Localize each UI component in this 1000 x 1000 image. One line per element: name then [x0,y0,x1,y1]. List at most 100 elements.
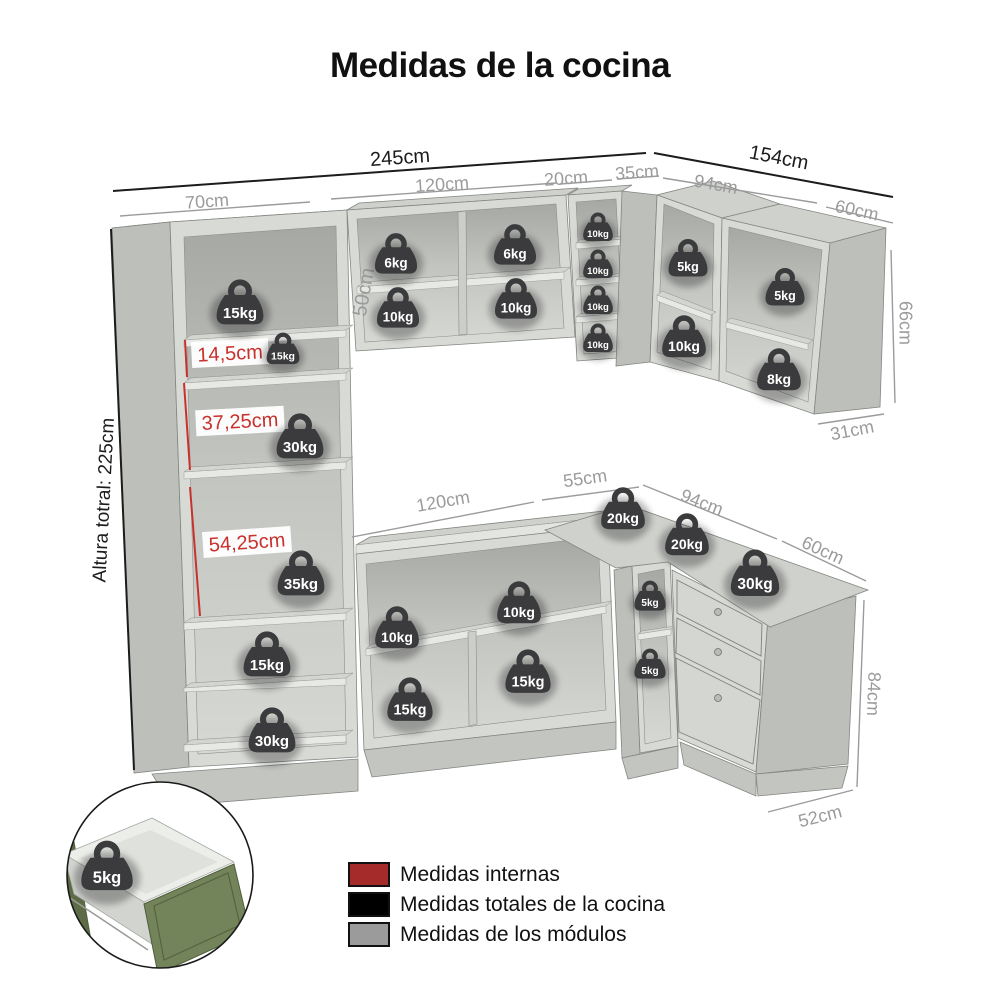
dim-line [183,382,191,471]
weight-badge: 15kg [210,279,270,338]
weight-label: 20kg [671,536,703,552]
base-drawer-unit [671,569,857,797]
weight-label: 15kg [271,351,295,363]
dim-label: 20cm [543,167,588,190]
weight-label: 5kg [774,289,796,303]
detail-circle-outline [66,781,254,969]
weight-body-icon [757,362,801,391]
weight-body-icon [668,252,708,277]
weight-body-icon [497,595,541,624]
dim-line [642,484,778,540]
dim-label: 52cm [796,801,844,831]
dim-line [890,249,896,404]
dim-line [119,201,311,217]
dim-label: Altura totral: 225cm [89,417,119,583]
dim-line [351,501,535,538]
weight-label: 6kg [384,256,407,271]
legend-item: Medidas totales de la cocina [348,892,665,917]
dim-label-bg [190,338,270,368]
weight-label: 10kg [587,340,609,351]
legend-label: Medidas totales de la cocina [400,892,665,916]
weight-badge: 6kg [488,224,542,277]
dim-line [781,540,867,582]
weight-body-icon [375,620,419,649]
weight-badge: 15kg [262,332,304,374]
dim-line [856,599,865,788]
dim-label: 54,25cm [208,529,286,556]
weight-label: 10kg [587,302,609,313]
legend-swatch [348,922,390,947]
weight-badge: 30kg [242,707,302,766]
weight-label: 15kg [250,657,284,674]
drawer-2 [675,617,762,696]
weight-badge: 15kg [499,649,557,706]
dim-line [112,152,647,192]
upper-middle-divider [457,210,468,336]
weight-badge: 10kg [371,287,425,340]
dim-module: 20cm [543,167,613,190]
weight-body-icon [662,329,706,358]
weight-badge: 10kg [369,606,425,661]
dim-line [559,179,613,185]
weight-body-icon [387,692,433,721]
dim-module: 66cm [890,249,916,404]
weight-badge: 5kg [663,239,713,288]
weight-badge: 30kg [724,549,786,610]
weight-label: 30kg [737,576,772,593]
upper-right-side-panel [813,227,887,415]
weight-body-icon [583,222,613,242]
legend-label: Medidas de los módulos [400,922,627,946]
base-middle-plinth [363,721,617,778]
weight-label: 10kg [587,229,609,240]
dim-label: 70cm [184,190,229,213]
weight-label: 10kg [383,310,414,325]
weight-badge: 5kg [630,648,670,688]
weight-badge: 5kg [630,580,670,620]
weight-badge: 8kg [751,348,807,403]
weight-badge: 15kg [381,677,439,734]
weight-badge: 20kg [595,487,651,542]
dim-label-bg [201,525,293,559]
weight-body-icon [376,301,420,328]
dim-label: 154cm [747,141,810,174]
weight-badge: 20kg [659,513,715,568]
weight-label: 8kg [767,371,791,387]
dim-line [662,177,818,204]
dim-line [825,206,894,224]
weight-body-icon [730,565,780,596]
dim-label: 14,5cm [197,341,264,366]
dim-internal: 37,25cm [183,382,285,471]
weight-body-icon [494,292,538,319]
weight-body-icon [243,647,291,677]
weight-label: 30kg [283,439,317,456]
weight-badge: 10kg [579,323,617,361]
weight-body-icon [81,857,133,891]
weight-label: 15kg [511,674,544,690]
weight-label: 35kg [284,576,318,593]
weight-label: 5kg [641,598,658,609]
drawer-1-knob [714,608,722,616]
weight-body-icon [601,501,645,530]
weight-label: 5kg [677,260,699,274]
dim-module: 84cm [856,599,884,788]
weight-body-icon [583,333,613,353]
weight-badge: 35kg [271,550,331,609]
dim-line [189,486,201,617]
dim-module: 52cm [767,789,854,831]
dim-label: 55cm [562,465,608,491]
dim-label: 31cm [829,416,876,444]
weight-label: 5kg [641,666,658,677]
dim-line [184,339,188,378]
weight-badge: 10kg [491,581,547,636]
page-title: Medidas de la cocina [329,46,671,85]
weight-badge: 10kg [489,278,543,331]
weight-badge: 5kg [74,840,140,905]
weight-label: 15kg [393,702,426,718]
weight-label: 10kg [503,604,535,620]
legend-swatch [348,892,390,917]
dim-module: 120cm [330,172,557,200]
weight-body-icon [634,591,666,611]
weight-label: 5kg [93,869,121,887]
weight-label: 10kg [501,301,532,316]
